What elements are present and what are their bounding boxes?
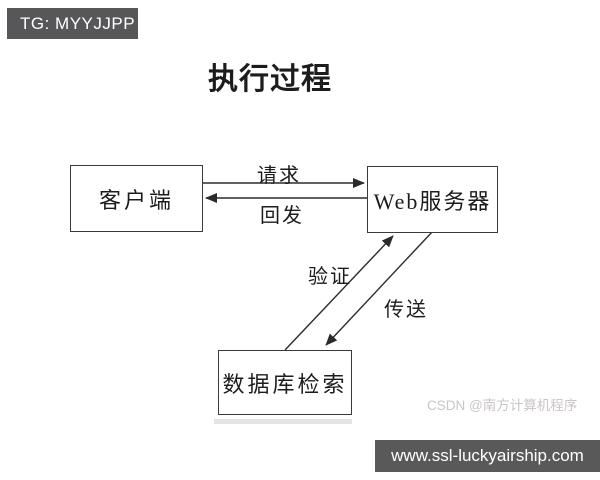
verify-arrow [284, 235, 394, 351]
transfer-arrow [325, 230, 434, 346]
node-client: 客户端 [70, 165, 203, 232]
tg-badge: TG: MYYJJPP [7, 8, 138, 39]
edge-label-postback: 回发 [260, 205, 304, 227]
edge-label-transfer: 传送 [384, 299, 428, 321]
node-web-server-label: Web服务器 [373, 188, 492, 214]
footer-url: www.ssl-luckyairship.com [391, 446, 584, 465]
database-shadow-line [214, 419, 352, 424]
csdn-watermark: CSDN @南方计算机程序 [427, 398, 578, 413]
edge-label-request: 请求 [257, 165, 301, 187]
node-client-label: 客户端 [98, 187, 174, 213]
node-database-label: 数据库检索 [222, 371, 348, 397]
node-database: 数据库检索 [218, 350, 352, 415]
footer-bar: www.ssl-luckyairship.com [375, 440, 600, 472]
diagram-title: 执行过程 [208, 63, 332, 96]
node-web-server: Web服务器 [367, 166, 498, 233]
edge-label-verify: 验证 [308, 266, 352, 288]
